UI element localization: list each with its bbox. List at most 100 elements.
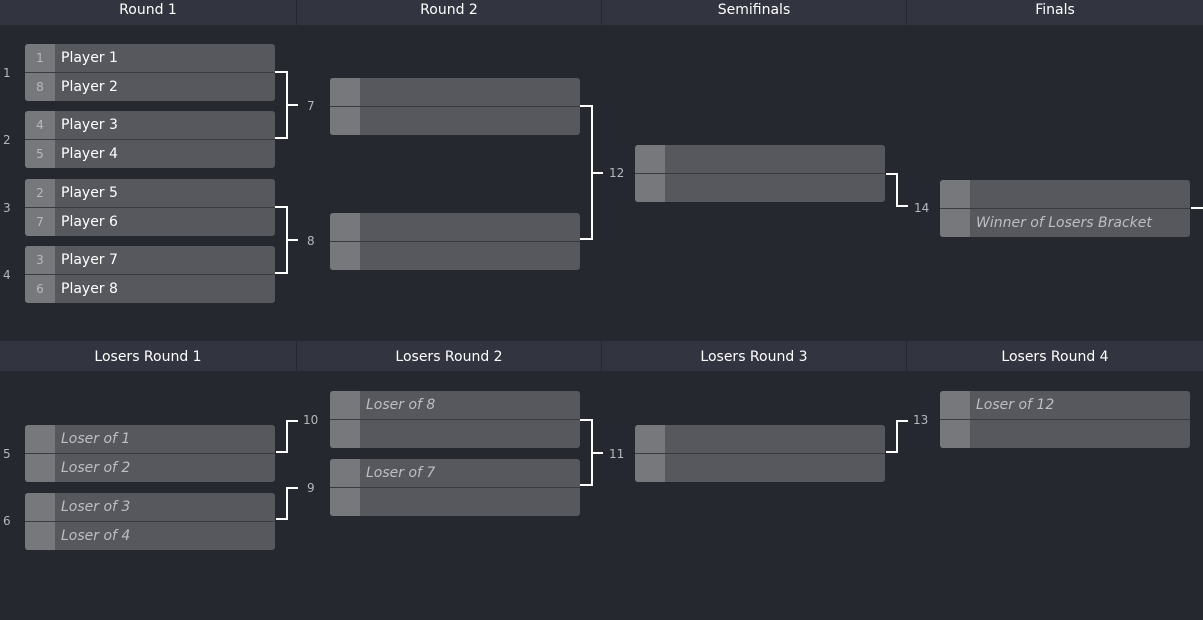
bracket-connector-stub <box>593 172 603 174</box>
player-name: Player 1 <box>61 50 118 66</box>
match-divider <box>940 208 1190 209</box>
seed-badge: 5 <box>25 140 55 168</box>
match-slot-bottom[interactable]: Loser of 2 <box>25 454 275 482</box>
header-losers-round-2: Losers Round 2 <box>297 341 601 371</box>
match-slot-bottom[interactable] <box>940 420 1190 448</box>
bracket-connector <box>286 420 298 422</box>
match-11[interactable] <box>635 425 885 482</box>
player-name: Loser of 7 <box>366 465 436 481</box>
match-slot-bottom[interactable] <box>635 454 885 482</box>
player-name: Player 7 <box>61 252 118 268</box>
match-number: 6 <box>3 514 11 528</box>
match-7[interactable] <box>330 78 580 135</box>
match-slot-top[interactable] <box>940 180 1190 208</box>
seed-badge <box>330 242 360 270</box>
player-name: Loser of 12 <box>976 397 1055 413</box>
match-number: 14 <box>914 201 930 215</box>
bracket-connector <box>896 173 898 207</box>
match-slot-bottom[interactable] <box>330 488 580 516</box>
match-slot-top[interactable]: Loser of 8 <box>330 391 580 419</box>
match-slot-bottom[interactable] <box>330 420 580 448</box>
match-slot-bottom[interactable] <box>330 242 580 270</box>
bracket-connector-stub <box>593 452 603 454</box>
match-divider <box>25 521 275 522</box>
match-13[interactable]: Loser of 12 <box>940 391 1190 448</box>
seed-badge <box>25 454 55 482</box>
seed-badge <box>330 459 360 487</box>
match-slot-bottom[interactable] <box>635 174 885 202</box>
seed-badge: 2 <box>25 179 55 207</box>
seed-badge <box>940 209 970 237</box>
match-slot-bottom[interactable]: Winner of Losers Bracket <box>940 209 1190 237</box>
match-slot-top[interactable]: Loser of 12 <box>940 391 1190 419</box>
match-slot-top[interactable]: Loser of 7 <box>330 459 580 487</box>
seed-badge <box>25 425 55 453</box>
bracket-connector <box>896 420 898 453</box>
header-losers-round-1: Losers Round 1 <box>0 341 296 371</box>
match-divider <box>25 453 275 454</box>
header-round-2: Round 2 <box>297 0 601 25</box>
match-slot-top[interactable] <box>635 145 885 173</box>
match-number: 10 <box>303 413 319 427</box>
match-divider <box>330 419 580 420</box>
match-slot-bottom[interactable] <box>330 107 580 135</box>
seed-badge: 7 <box>25 208 55 236</box>
match-number: 8 <box>307 234 315 248</box>
header-losers-round-4: Losers Round 4 <box>907 341 1203 371</box>
seed-badge: 4 <box>25 111 55 139</box>
match-9[interactable]: Loser of 7 <box>330 459 580 516</box>
match-divider <box>330 487 580 488</box>
match-14[interactable]: Winner of Losers Bracket <box>940 180 1190 237</box>
bracket-connector <box>580 105 593 240</box>
player-name: Loser of 1 <box>61 431 131 447</box>
match-6[interactable]: Loser of 3 Loser of 4 <box>25 493 275 550</box>
match-slot-top[interactable] <box>330 213 580 241</box>
player-name: Player 4 <box>61 146 118 162</box>
seed-badge <box>25 522 55 550</box>
match-slot-top[interactable] <box>330 78 580 106</box>
player-name: Loser of 4 <box>61 528 131 544</box>
match-slot-top[interactable] <box>635 425 885 453</box>
bracket-connector <box>286 420 288 453</box>
bracket-connector <box>896 205 908 207</box>
header-losers-round-3: Losers Round 3 <box>602 341 906 371</box>
match-number: 4 <box>3 268 11 282</box>
seed-badge <box>940 180 970 208</box>
match-10[interactable]: Loser of 8 <box>330 391 580 448</box>
bracket-connector <box>286 487 298 489</box>
match-slot-bottom[interactable]: 5 Player 4 <box>25 140 275 168</box>
seed-badge <box>635 174 665 202</box>
match-slot-top[interactable]: Loser of 1 <box>25 425 275 453</box>
player-name: Loser of 3 <box>61 499 131 515</box>
seed-badge <box>940 391 970 419</box>
match-divider <box>25 139 275 140</box>
player-name: Player 8 <box>61 281 118 297</box>
player-name: Player 2 <box>61 79 118 95</box>
seed-badge <box>330 78 360 106</box>
player-name: Loser of 8 <box>366 397 436 413</box>
match-slot-bottom[interactable]: Loser of 4 <box>25 522 275 550</box>
seed-badge <box>330 420 360 448</box>
match-number: 12 <box>609 166 625 180</box>
seed-badge <box>940 420 970 448</box>
player-name: Loser of 2 <box>61 460 131 476</box>
match-8[interactable] <box>330 213 580 270</box>
bracket-connector <box>580 419 593 486</box>
match-5[interactable]: Loser of 1 Loser of 2 <box>25 425 275 482</box>
match-slot-top[interactable]: Loser of 3 <box>25 493 275 521</box>
player-name: Winner of Losers Bracket <box>976 215 1152 231</box>
header-round-1: Round 1 <box>0 0 296 25</box>
seed-badge <box>330 391 360 419</box>
match-12[interactable] <box>635 145 885 202</box>
